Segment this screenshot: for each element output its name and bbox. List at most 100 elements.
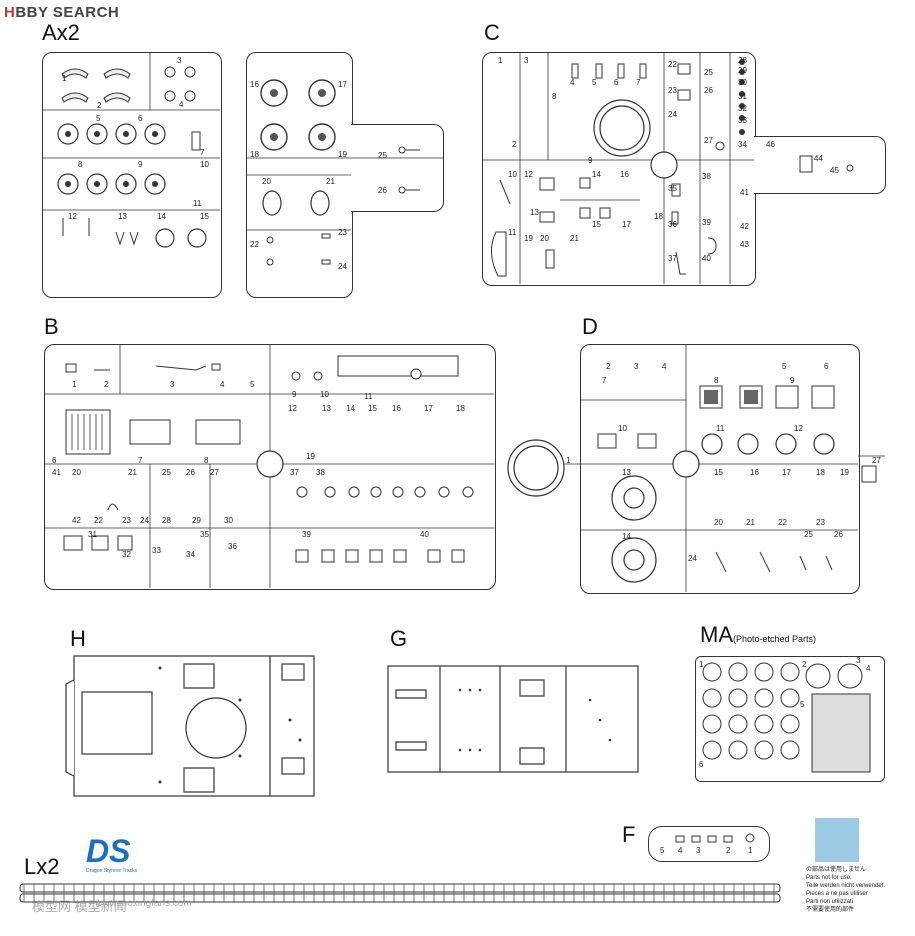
part-label: 27 bbox=[704, 136, 713, 145]
part-label: 25 bbox=[378, 151, 387, 160]
part-label: 18 bbox=[816, 468, 825, 477]
part-label: 5 bbox=[782, 362, 787, 371]
part-label: 40 bbox=[420, 530, 429, 539]
part-label: 8 bbox=[204, 456, 209, 465]
part-label: 16 bbox=[750, 468, 759, 477]
part-label: 30 bbox=[738, 78, 747, 87]
part-label: 13 bbox=[322, 404, 331, 413]
part-label: 38 bbox=[702, 172, 711, 181]
part-label: 33 bbox=[152, 546, 161, 555]
part-label: 22 bbox=[778, 518, 787, 527]
part-label: 16 bbox=[392, 404, 401, 413]
part-label: 26 bbox=[378, 186, 387, 195]
part-label: 24 bbox=[338, 262, 347, 271]
watermark-cn: 模型网 模型新闻 bbox=[32, 899, 127, 914]
part-label: 21 bbox=[570, 234, 579, 243]
part-label: 4 bbox=[866, 664, 871, 673]
part-label: 13 bbox=[118, 212, 127, 221]
part-label: 7 bbox=[200, 148, 205, 157]
part-label: 26 bbox=[186, 468, 195, 477]
pe-ma-label: MA(Photo-etched Parts) bbox=[700, 622, 816, 648]
part-label: 28 bbox=[738, 56, 747, 65]
part-label: 14 bbox=[157, 212, 166, 221]
part-label: 3 bbox=[524, 56, 529, 65]
part-label: 41 bbox=[740, 188, 749, 197]
part-label: 34 bbox=[186, 550, 195, 559]
sprue-c-side-frame bbox=[754, 136, 886, 194]
hobby-search-logo: HBBY SEARCH bbox=[4, 4, 119, 21]
part-label: 13 bbox=[530, 208, 539, 217]
sprue-d-label: D bbox=[582, 314, 598, 339]
notice-line: Parti non utilizzati bbox=[806, 899, 854, 905]
part-label: 40 bbox=[702, 254, 711, 263]
part-label: 43 bbox=[740, 240, 749, 249]
part-label: 23 bbox=[338, 228, 347, 237]
part-label: 5 bbox=[800, 700, 805, 709]
part-label: 5 bbox=[660, 846, 665, 855]
part-label: 23 bbox=[668, 86, 677, 95]
part-label: 22 bbox=[94, 516, 103, 525]
hull-h-label: H bbox=[70, 626, 86, 651]
part-label: 3 bbox=[856, 656, 861, 665]
logo-prefix: H bbox=[4, 4, 16, 21]
part-label: 35 bbox=[200, 530, 209, 539]
part-label: 21 bbox=[746, 518, 755, 527]
ds-brand-logo: DS bbox=[86, 833, 131, 869]
tracks-l-label: Lx2 bbox=[24, 854, 60, 879]
logo-rest: BBY SEARCH bbox=[15, 4, 120, 21]
part-label: 32 bbox=[738, 104, 747, 113]
part-label: 1 bbox=[748, 846, 753, 855]
part-label: 32 bbox=[122, 550, 131, 559]
part-label: 4 bbox=[220, 380, 225, 389]
part-label: 1 bbox=[566, 456, 571, 465]
part-label: 23 bbox=[122, 516, 131, 525]
part-label: 12 bbox=[794, 424, 803, 433]
part-label: 29 bbox=[738, 66, 747, 75]
part-label: 30 bbox=[224, 516, 233, 525]
part-label: 15 bbox=[368, 404, 377, 413]
part-label: 12 bbox=[68, 212, 77, 221]
not-used-color-swatch bbox=[815, 818, 859, 862]
part-label: 15 bbox=[592, 220, 601, 229]
part-label: 37 bbox=[668, 254, 677, 263]
part-label: 12 bbox=[524, 170, 533, 179]
sprue-a-label: Ax2 bbox=[42, 20, 80, 45]
part-label: 3 bbox=[177, 56, 182, 65]
part-label: 20 bbox=[714, 518, 723, 527]
part-label: 46 bbox=[766, 140, 775, 149]
part-label: 5 bbox=[250, 380, 255, 389]
part-label: 11 bbox=[364, 392, 373, 401]
part-label: 2 bbox=[802, 660, 807, 669]
part-label: 20 bbox=[540, 234, 549, 243]
part-label: 9 bbox=[588, 156, 593, 165]
part-label: 34 bbox=[738, 140, 747, 149]
part-label: 24 bbox=[668, 110, 677, 119]
part-label: 9 bbox=[292, 390, 297, 399]
part-label: 31 bbox=[88, 530, 97, 539]
part-label: 18 bbox=[250, 150, 259, 159]
part-label: 17 bbox=[338, 80, 347, 89]
part-label: 9 bbox=[138, 160, 143, 169]
part-label: 42 bbox=[72, 516, 81, 525]
watermark-url: www.moxingfans.com bbox=[95, 898, 192, 909]
part-label: 15 bbox=[200, 212, 209, 221]
part-label: 9 bbox=[790, 376, 795, 385]
notice-line: の部品は使用しません bbox=[806, 867, 866, 873]
part-label: 22 bbox=[250, 240, 259, 249]
part-label: 17 bbox=[622, 220, 631, 229]
part-label: 7 bbox=[138, 456, 143, 465]
part-label: 4 bbox=[570, 78, 575, 87]
part-label: 44 bbox=[814, 154, 823, 163]
part-label: 25 bbox=[804, 530, 813, 539]
part-label: 8 bbox=[552, 92, 557, 101]
part-label: 38 bbox=[316, 468, 325, 477]
part-label: 11 bbox=[508, 228, 517, 237]
part-label: 3 bbox=[170, 380, 175, 389]
